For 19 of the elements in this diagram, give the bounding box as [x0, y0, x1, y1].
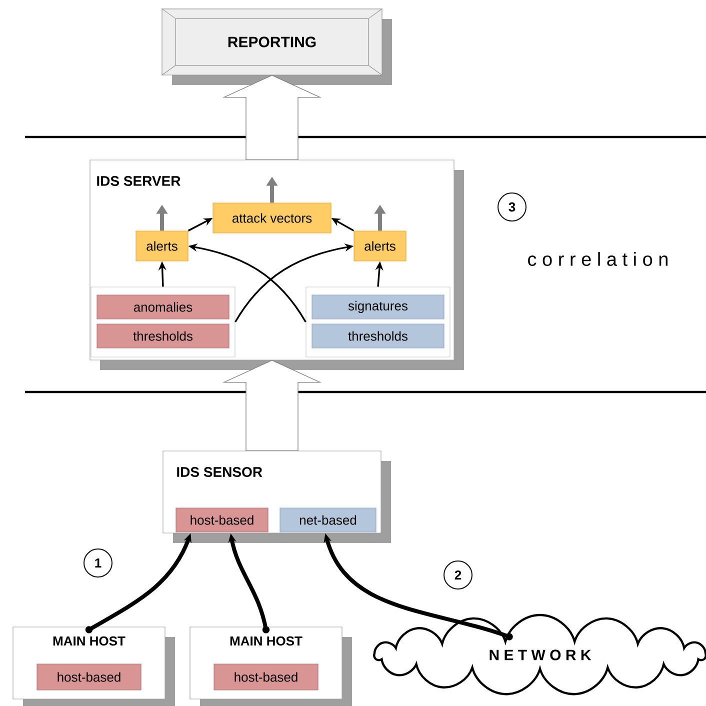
net-item-box: thresholds [312, 324, 444, 348]
stage-label: c o r r e l a t i o n [528, 252, 668, 266]
net-item-box: signatures [312, 294, 444, 320]
callout-number: 1 [84, 548, 112, 578]
net-item-box: net-based [280, 508, 376, 532]
host-item-box: thresholds [96, 324, 230, 348]
host-item-box: host-based [214, 664, 318, 690]
reporting-box: REPORTING [161, 8, 392, 85]
host-item-box: host-based [36, 664, 142, 690]
block-arrow [222, 360, 322, 452]
alert-box: alerts [136, 230, 188, 262]
alert-box: alerts [354, 230, 406, 262]
network-cloud: N E T W O R K [373, 614, 706, 696]
callout-number: 3 [498, 192, 526, 222]
host-item-box: host-based [176, 508, 268, 532]
callout-number: 2 [444, 560, 472, 590]
host-item-box: anomalies [96, 294, 230, 320]
alert-box: attack vectors [212, 202, 332, 234]
block-arrow [222, 74, 322, 160]
